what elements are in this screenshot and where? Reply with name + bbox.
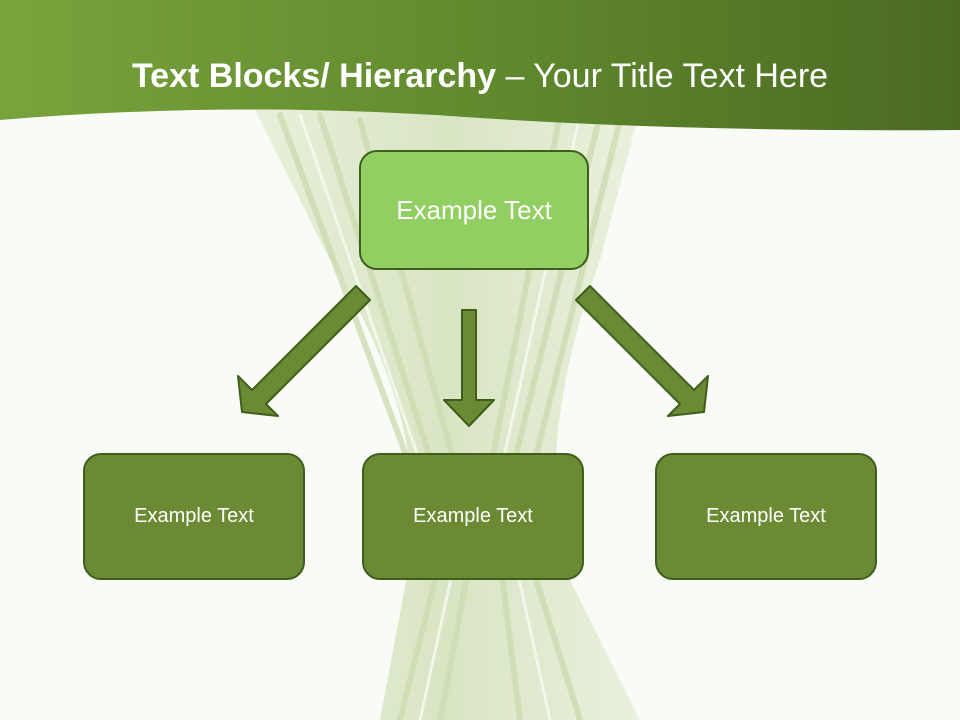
arrow-center [443, 309, 495, 427]
left-text-block: Example Text [83, 453, 305, 580]
right-text-block-label: Example Text [706, 505, 826, 527]
title-regular-part: – Your Title Text Here [496, 57, 829, 95]
center-text-block: Example Text [362, 453, 584, 580]
title-bold-part: Text Blocks/ Hierarchy [131, 57, 497, 95]
header-band [0, 0, 960, 131]
arrow-left [237, 285, 371, 417]
center-text-block-label: Example Text [413, 505, 533, 527]
slide-title: Text Blocks/ Hierarchy – Your Title Text… [40, 52, 920, 100]
top-text-block-label: Example Text [396, 194, 552, 225]
left-text-block-label: Example Text [134, 505, 254, 527]
top-text-block: Example Text [359, 150, 589, 270]
arrow-right [575, 285, 709, 417]
right-text-block: Example Text [655, 453, 877, 580]
